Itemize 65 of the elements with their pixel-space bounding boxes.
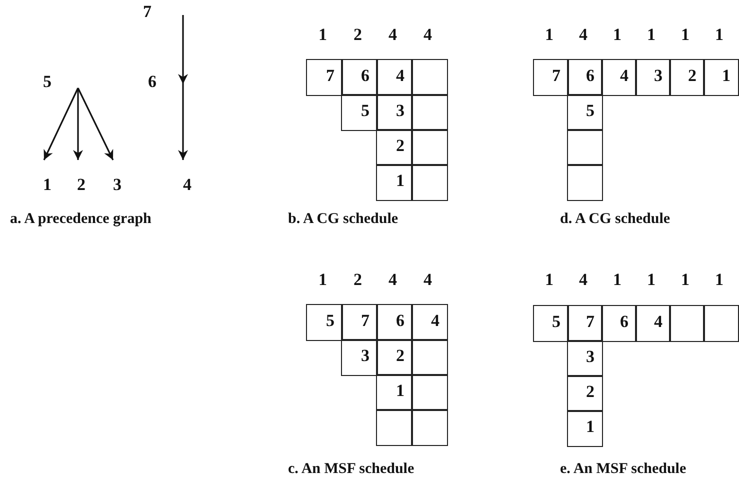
column-header: 1 — [545, 270, 554, 290]
table-cell: 5 — [341, 94, 378, 130]
table-cell: 6 — [601, 305, 636, 342]
column-header: 1 — [681, 25, 690, 45]
table-cell: 4 — [635, 305, 670, 342]
table-cell: 2 — [669, 59, 704, 96]
arrow — [73, 88, 83, 160]
column-header: 4 — [424, 25, 432, 45]
column-header: 4 — [579, 25, 588, 45]
column-header: 1 — [647, 270, 656, 290]
figure-caption: c. An MSF schedule — [288, 460, 414, 478]
table-cell: 6 — [567, 59, 602, 96]
column-header: 1 — [613, 25, 622, 45]
node-label: 3 — [113, 175, 122, 195]
table-cell: 5 — [567, 94, 602, 130]
column-header: 1 — [715, 270, 724, 290]
column-header: 1 — [647, 25, 656, 45]
figure-caption: b. A CG schedule — [288, 210, 398, 228]
figure-caption: e. An MSF schedule — [560, 460, 686, 478]
table-cell: 3 — [376, 94, 412, 130]
arrow — [43, 88, 79, 160]
table-cell: 3 — [341, 339, 378, 376]
column-header: 4 — [424, 270, 432, 290]
table-cell: 4 — [601, 59, 636, 96]
table-cell: 3 — [567, 340, 602, 376]
table-cell: 7 — [567, 305, 602, 342]
node-label: 1 — [43, 175, 52, 195]
node-label: 5 — [43, 72, 52, 92]
table-cell: 5 — [306, 304, 342, 340]
table-cell: 2 — [567, 375, 602, 412]
column-header: 1 — [613, 270, 622, 290]
table-cell: 3 — [635, 59, 670, 96]
table-cell: 2 — [376, 339, 412, 376]
column-header: 1 — [545, 25, 554, 45]
table-cell: 6 — [341, 59, 378, 96]
column-header: 2 — [354, 25, 362, 45]
arrow — [178, 84, 188, 160]
column-header: 4 — [388, 25, 397, 45]
table-cell: 7 — [306, 59, 342, 96]
table-cell: 1 — [567, 410, 602, 446]
column-header: 2 — [354, 270, 362, 290]
table-cell: 6 — [376, 304, 412, 340]
table-cell: 1 — [376, 164, 412, 200]
node-label: 2 — [77, 175, 86, 195]
table-cell: 5 — [533, 305, 568, 342]
table-cell: 7 — [533, 59, 568, 96]
table-cell: 1 — [376, 374, 412, 410]
table-cell: 7 — [341, 304, 378, 340]
column-header: 1 — [318, 25, 327, 45]
column-header: 1 — [715, 25, 724, 45]
table-cell: 4 — [411, 304, 448, 340]
table-cell: 4 — [376, 59, 412, 96]
column-header: 4 — [388, 270, 397, 290]
arrow — [178, 15, 188, 84]
table-cell: 2 — [376, 129, 412, 166]
node-label: 4 — [183, 175, 192, 195]
figure-caption: a. A precedence graph — [10, 210, 152, 228]
node-label: 7 — [143, 2, 152, 22]
table-cell: 1 — [703, 59, 738, 96]
column-header: 1 — [318, 270, 327, 290]
figure-caption: d. A CG schedule — [560, 210, 670, 228]
column-header: 4 — [579, 270, 588, 290]
node-label: 6 — [148, 72, 156, 92]
arrow — [77, 88, 114, 160]
column-header: 1 — [681, 270, 690, 290]
